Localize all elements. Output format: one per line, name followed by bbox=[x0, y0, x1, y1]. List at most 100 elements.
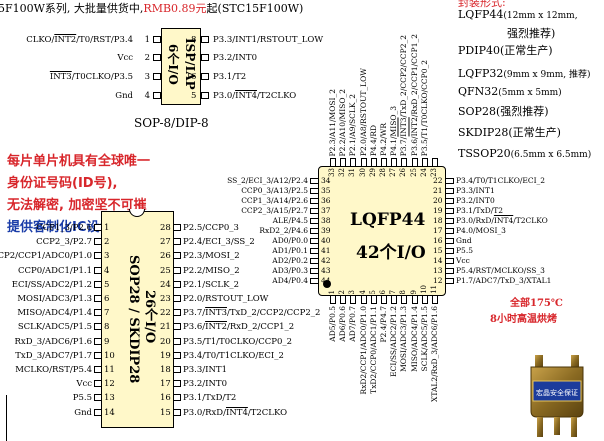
sop28-pin-num: 25 bbox=[160, 265, 171, 276]
sop28-pin-19 bbox=[173, 351, 181, 359]
sop8-pin-label: P3.1/T2 bbox=[213, 72, 247, 82]
sop8-pin-num: 6 bbox=[191, 72, 197, 82]
lqfp44-pin-label: P2.1/A9/SCLK_2 bbox=[348, 93, 358, 156]
lqfp44-pin-label: P4.4/RD bbox=[368, 124, 378, 156]
sop28-label: SOP28 / SKDIP28 bbox=[126, 255, 141, 384]
lqfp44-pin-9 bbox=[411, 295, 418, 304]
sop8-pin-label: P3.3/INT1/RSTOUT_LOW bbox=[213, 35, 324, 45]
sop28-pin-label: TxD_3/ADC7/P1.7 bbox=[15, 350, 92, 361]
lqfp44-pin-27 bbox=[391, 158, 398, 167]
package-item: 强烈推荐) bbox=[507, 27, 556, 40]
notice-line-2: 身份证号码(ID号), bbox=[7, 176, 118, 191]
lqfp44-pin-label: P3.5/T1/T0CLKO/CCP0_2 bbox=[419, 59, 429, 156]
lqfp44-pin-label: Vcc bbox=[456, 256, 470, 265]
lqfp44-pin-num: 3 bbox=[348, 289, 357, 294]
lqfp44-pin-num: 8 bbox=[399, 289, 408, 294]
lqfp44-pin-18 bbox=[445, 218, 454, 224]
sop28-pin-num: 8 bbox=[104, 322, 110, 333]
sop28-pin-1 bbox=[94, 224, 102, 231]
lqfp44-pin-label: TxD2/CCP0/ADC1/P1.1 bbox=[368, 306, 378, 394]
lqfp44-pin-num: 15 bbox=[433, 246, 443, 255]
sop28-pin-num: 17 bbox=[160, 379, 171, 390]
sop8-pin-3 bbox=[153, 73, 161, 80]
sop28-pin-label: P3.2/INT0 bbox=[183, 379, 227, 390]
lqfp44-pin-num: 1 bbox=[328, 289, 336, 294]
sop8-pin-1 bbox=[153, 36, 161, 43]
sop28-pin-label: ECI/SS/ADC2/P1.2 bbox=[11, 279, 92, 290]
lqfp44-pin-42 bbox=[310, 258, 319, 264]
sop28-pin-4 bbox=[94, 266, 102, 274]
lqfp44-pin-num: 2 bbox=[338, 289, 347, 294]
sop28-pin-3 bbox=[94, 252, 102, 260]
sop28-pin-22 bbox=[173, 309, 181, 317]
lqfp44-pin-label: P3.0/RxD/INT4/T2CLKO bbox=[456, 216, 548, 225]
sop28-pin-num: 23 bbox=[160, 294, 171, 304]
sop28-pin-num: 11 bbox=[104, 365, 115, 375]
package-item: SOP28(强烈推荐) bbox=[458, 105, 549, 118]
header-tail: 起(STC15F100W) bbox=[206, 2, 304, 15]
lqfp44-pin-num: 16 bbox=[433, 236, 443, 245]
lqfp44-pin-num: 12 bbox=[433, 276, 443, 285]
sop28-pin-label: CCP2_3/P2.7 bbox=[36, 237, 92, 248]
lqfp44-pin-num: 6 bbox=[379, 289, 387, 294]
sop28-pin-label: P2.2/MISO_2 bbox=[183, 265, 240, 276]
sop28-pin-5 bbox=[94, 280, 102, 288]
lqfp44-pin-label: P4.0/MOSI_3 bbox=[456, 226, 506, 235]
lqfp44-pin-3 bbox=[350, 295, 357, 304]
lqfp44-pin-29 bbox=[370, 158, 377, 167]
package-item: SKDIP28(正常生产) bbox=[458, 126, 561, 139]
sop28-pin-num: 24 bbox=[160, 279, 171, 290]
lqfp44-pin-label: P2.3/A11/MOSI_2 bbox=[328, 88, 337, 156]
sop28-pin-18 bbox=[173, 366, 181, 373]
sop8-pin-7 bbox=[201, 54, 209, 61]
temp-line-1: 全部175℃ bbox=[510, 298, 563, 309]
sop28-pin-27 bbox=[173, 238, 181, 246]
sop28-pin-20 bbox=[173, 337, 181, 345]
lqfp44-pin-label: AD3/P0.3 bbox=[272, 266, 308, 275]
lqfp44-pin-label: CCP1_3/A14/P2.6 bbox=[241, 196, 308, 205]
sop8-pin-num: 4 bbox=[144, 91, 150, 101]
lqfp44-pin-label: RxD2_2/P4.6 bbox=[259, 226, 308, 235]
header-price: RMB0.89元 bbox=[143, 2, 207, 15]
lqfp44-pin-num: 44 bbox=[321, 276, 331, 285]
lqfp44-pin-label: AD5/P0.5 bbox=[328, 306, 337, 342]
lqfp44-pin-36 bbox=[310, 198, 319, 204]
sop8-pin-num: 3 bbox=[144, 72, 150, 82]
lqfp44-pin-num: 18 bbox=[433, 216, 443, 225]
sop28-pin-25 bbox=[173, 266, 181, 274]
lqfp44-pin-label: AD7/P0.7 bbox=[348, 306, 358, 342]
sop28-pin-num: 3 bbox=[104, 251, 110, 262]
temp-line-2: 8小时高温烘烤 bbox=[490, 314, 557, 325]
lqfp44-pin-14 bbox=[445, 258, 454, 264]
sop28-pin-label: Vcc bbox=[76, 379, 92, 390]
lqfp44-pin-label: AD4/P0.4 bbox=[272, 276, 308, 285]
sop28-pin-num: 15 bbox=[160, 407, 171, 418]
lqfp44-pin-num: 31 bbox=[348, 168, 357, 177]
sop28-pin-12 bbox=[94, 380, 102, 388]
lqfp44-pin-label: P3.7/INT3/TxD_2/CCP2/CCP2_2 bbox=[399, 34, 409, 156]
sop28-pin-label: Gnd bbox=[74, 407, 92, 418]
sop28-pin-6 bbox=[94, 295, 102, 302]
lqfp44-pin-label: RxD2/CCP1/ADC0/P1.0 bbox=[358, 306, 368, 395]
lqfp44-pin-label: P2.0/A8/RSTOUT_LOW bbox=[358, 67, 368, 156]
sop28-pin-13 bbox=[94, 394, 102, 402]
lqfp44-pin-label: XTAL2/RxD_3/ADC6/P1.6 bbox=[430, 306, 439, 403]
lqfp44-pin-label: P1.7/ADC7/TxD_3/XTAL1 bbox=[456, 276, 552, 285]
lqfp44-pin-num: 5 bbox=[368, 289, 377, 294]
sop28-pin-num: 16 bbox=[160, 393, 171, 404]
sop28-pin-label: P2.4/ECI_3/SS_2 bbox=[183, 237, 255, 248]
sop28-pin-num: 12 bbox=[104, 379, 115, 390]
sop28-pin-28 bbox=[173, 224, 181, 231]
lqfp44-pin-num: 34 bbox=[321, 176, 331, 185]
sop8-pin-6 bbox=[201, 73, 209, 80]
sop8-pin-label: P3.0/INT4/T2CLKO bbox=[213, 91, 297, 101]
lqfp44-pin-num: 9 bbox=[409, 289, 418, 294]
lqfp44-pin-label: P3.6/INT2/RxD_2/CCP1/CCP1_2 bbox=[409, 34, 419, 156]
sop28-pin-num: 9 bbox=[104, 336, 110, 347]
lqfp44-pin-10 bbox=[421, 295, 428, 304]
sop28-pin-num: 19 bbox=[160, 350, 171, 361]
lqfp44-pin-num: 11 bbox=[430, 285, 438, 294]
left-frame-edge bbox=[6, 395, 7, 441]
sop8-caption: SOP-8/DIP-8 bbox=[134, 116, 209, 130]
sop28-pin-7 bbox=[94, 309, 102, 317]
